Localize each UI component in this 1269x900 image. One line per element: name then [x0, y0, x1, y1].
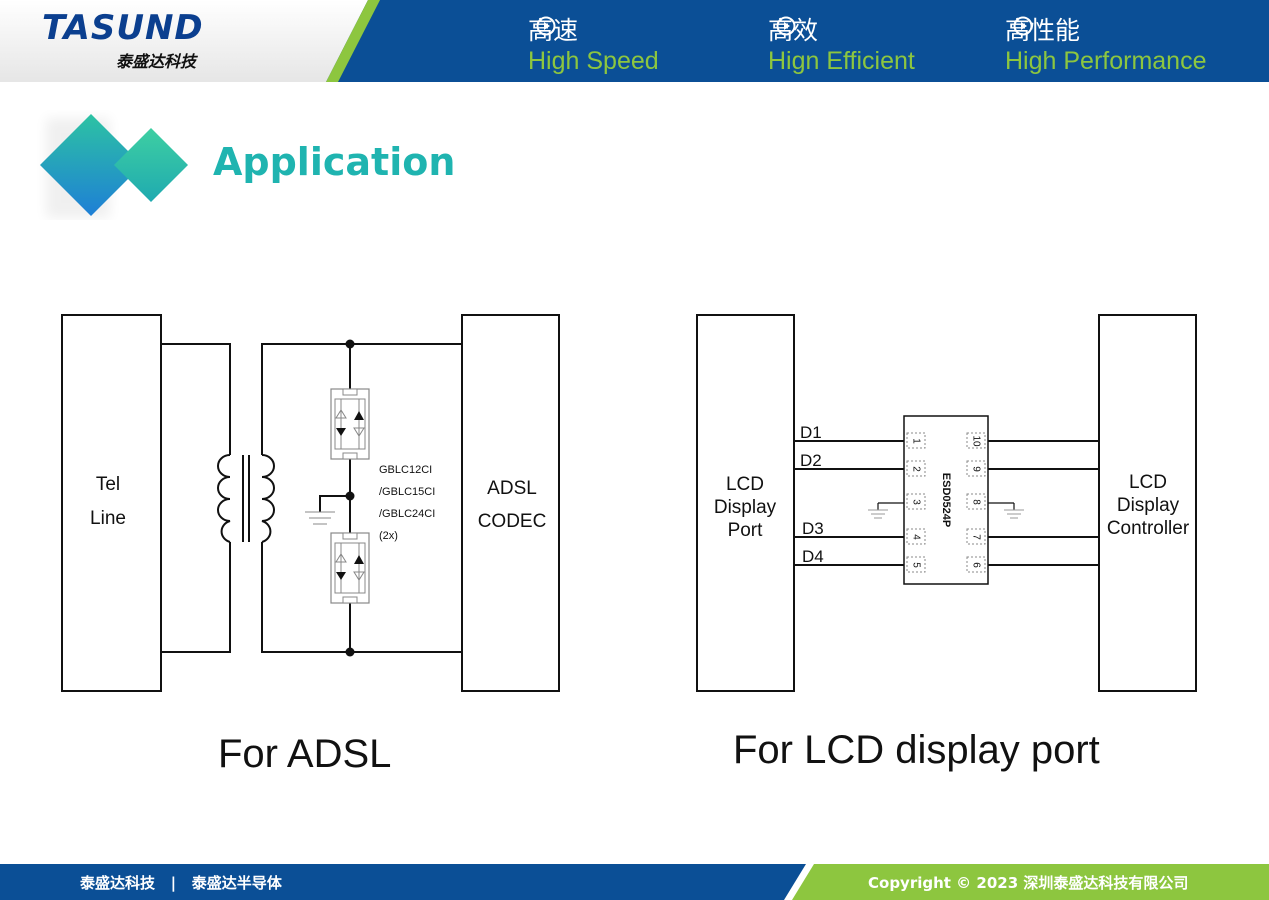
pin-label: 2: [910, 466, 921, 472]
footer-left-text: 泰盛达科技 | 泰盛达半导体: [80, 874, 282, 892]
slogan-en: High Performance: [1005, 47, 1207, 75]
pin-label: 7: [970, 534, 981, 540]
transformer-primary-coil: [217, 454, 231, 543]
diamond-decoration-icon: [40, 114, 188, 218]
pin-label: 8: [970, 499, 981, 505]
company-logo: TASUND: [42, 8, 204, 48]
footer-background: [0, 864, 1269, 900]
lcd-controller-label-2: Display: [1117, 495, 1180, 516]
lcd-controller-label-3: Controller: [1107, 518, 1190, 539]
protector-device-top: [330, 388, 370, 460]
slogan-en: Hign Efficient: [768, 47, 915, 75]
chip-label: ESD0524P: [940, 473, 952, 527]
adsl-caption: For ADSL: [218, 732, 392, 776]
tel-line-block: [61, 314, 162, 692]
application-diagrams: Tel Line ADSL CODEC GBLC12CI /GBLC15CI /…: [61, 314, 1197, 692]
lcd-controller-label-1: LCD: [1129, 472, 1167, 493]
esd-chip: [903, 415, 989, 585]
footer-copyright: Copyright © 2023 深圳泰盛达科技有限公司: [868, 874, 1189, 892]
part-label-4: (2x): [379, 530, 398, 542]
slogan-en: High Speed: [528, 47, 659, 75]
adsl-codec-block: [461, 314, 560, 692]
pin-label: 1: [910, 438, 921, 444]
pin-label: 9: [970, 466, 981, 472]
line-label-d4: D4: [802, 547, 824, 566]
part-label-1: GBLC12CI: [379, 464, 432, 476]
lcd-display-port-block: [696, 314, 795, 692]
tel-line-label-2: Line: [90, 508, 126, 529]
pin-label: 3: [910, 499, 921, 505]
lcd-caption: For LCD display port: [733, 728, 1100, 772]
slogan-high-speed: 高速 High Speed: [528, 16, 659, 76]
tel-line-label-1: Tel: [96, 474, 120, 495]
header-banner: TASUND 泰盛达科技 高速 High Speed 高效 Hign Effic…: [0, 0, 1269, 82]
line-label-d3: D3: [802, 519, 824, 538]
part-label-2: /GBLC15CI: [379, 486, 435, 498]
pin-label: 10: [970, 435, 981, 447]
header-background: [0, 0, 1269, 82]
lcd-port-label-2: Display: [714, 497, 777, 518]
lcd-controller-block: [1098, 314, 1197, 692]
line-label-d2: D2: [800, 451, 822, 470]
footer-bar: [0, 864, 1269, 900]
transformer-secondary-coil: [261, 454, 275, 543]
play-circle-icon: [1013, 16, 1033, 36]
adsl-codec-label-1: ADSL: [487, 478, 537, 499]
pin-label: 6: [970, 562, 981, 568]
section-title: Application: [213, 140, 456, 184]
slogan-high-performance: 高性能 High Performance: [1005, 16, 1206, 76]
protector-device-bottom: [330, 532, 370, 604]
play-circle-icon: [776, 16, 796, 36]
lcd-port-label-1: LCD: [726, 474, 764, 495]
slogan-high-efficient: 高效 Hign Efficient: [768, 16, 915, 76]
lcd-port-label-3: Port: [728, 520, 764, 541]
part-label-3: /GBLC24CI: [379, 508, 435, 520]
company-logo-subtext: 泰盛达科技: [116, 52, 197, 71]
pin-label: 5: [910, 562, 921, 568]
pin-label: 4: [910, 534, 921, 540]
line-label-d1: D1: [800, 423, 822, 442]
play-circle-icon: [536, 16, 556, 36]
adsl-codec-label-2: CODEC: [478, 511, 547, 532]
